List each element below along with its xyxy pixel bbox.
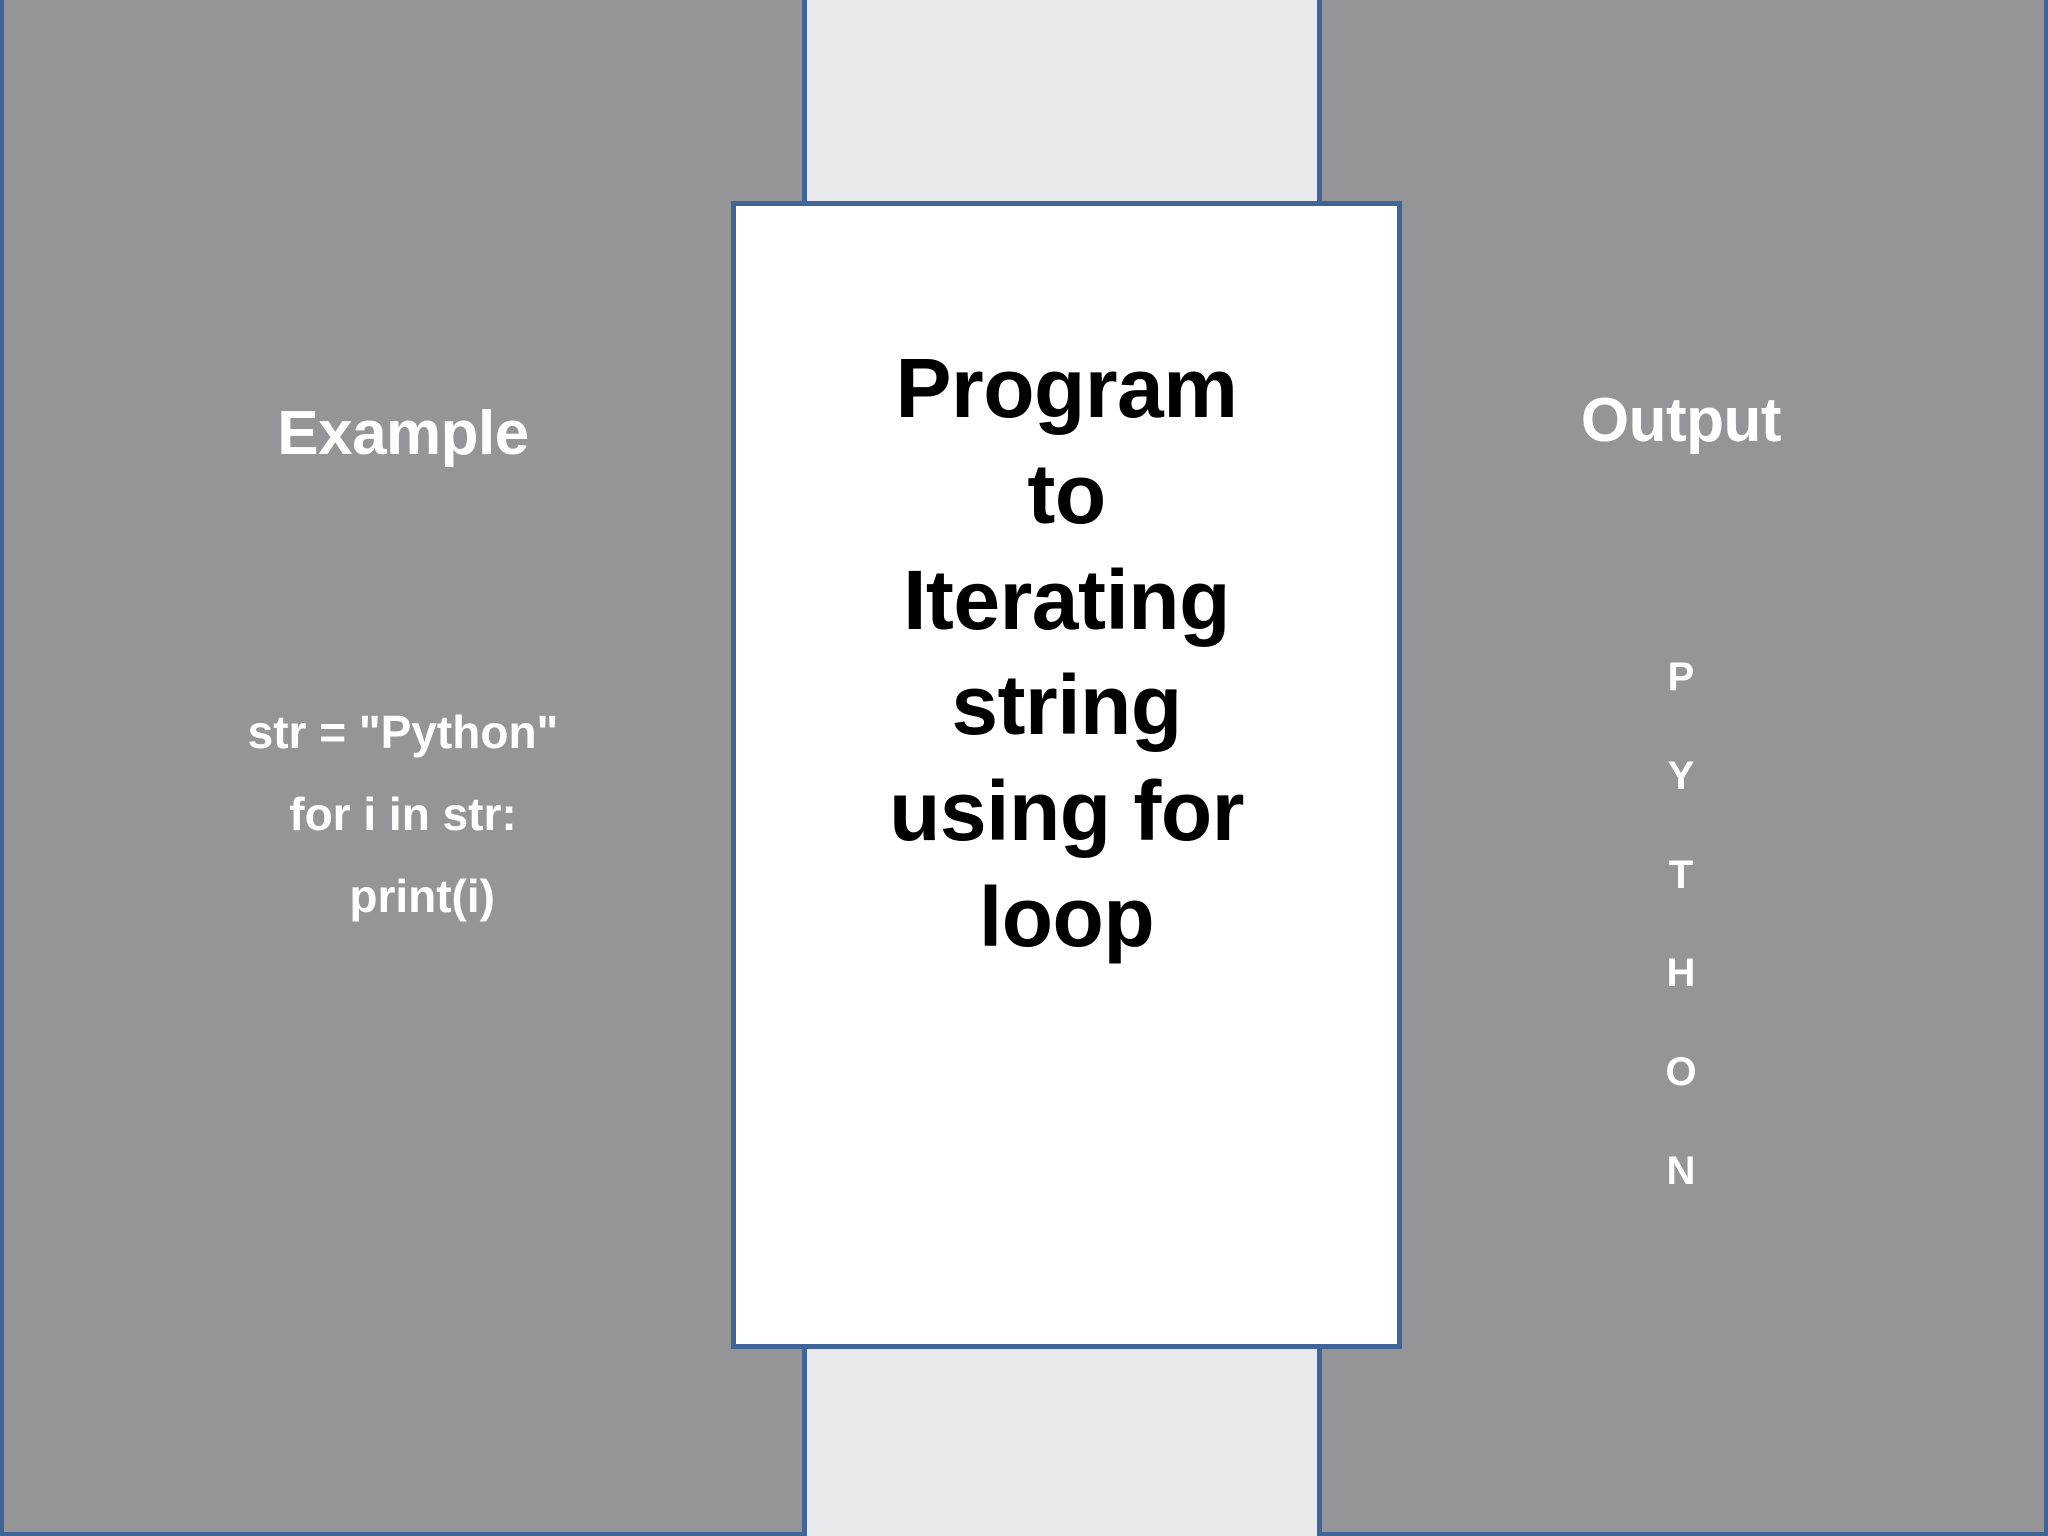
title-line-5: using for (889, 764, 1244, 859)
output-letter-y: Y (1667, 753, 1695, 798)
output-heading: Output (1580, 386, 1782, 455)
title-line-3: Iterating (903, 552, 1230, 647)
output-letter-t: T (1668, 852, 1694, 897)
code-line-3: print(i) (311, 869, 495, 922)
example-panel (0, 0, 806, 1536)
code-line-1: str = "Python" (247, 706, 559, 758)
example-code-block: str = "Python" for i in str: print(i) (0, 692, 806, 938)
output-letter-p: P (1667, 655, 1695, 699)
output-letter-n: N (1666, 1148, 1696, 1193)
title-line-2: to (1027, 446, 1106, 541)
title-line-6: loop (978, 870, 1155, 965)
output-letters-list: P Y T H O N (1318, 628, 2044, 1221)
title-card: Program to Iterating string using for lo… (731, 201, 1402, 1349)
output-panel (1318, 0, 2048, 1536)
title-card-text: Program to Iterating string using for lo… (736, 336, 1397, 971)
example-heading: Example (277, 399, 529, 468)
output-letter-h: H (1666, 951, 1696, 996)
output-letter-o: O (1665, 1050, 1697, 1095)
code-line-2: for i in str: (289, 787, 517, 840)
title-line-4: string (951, 658, 1182, 753)
title-line-1: Program (895, 341, 1238, 435)
